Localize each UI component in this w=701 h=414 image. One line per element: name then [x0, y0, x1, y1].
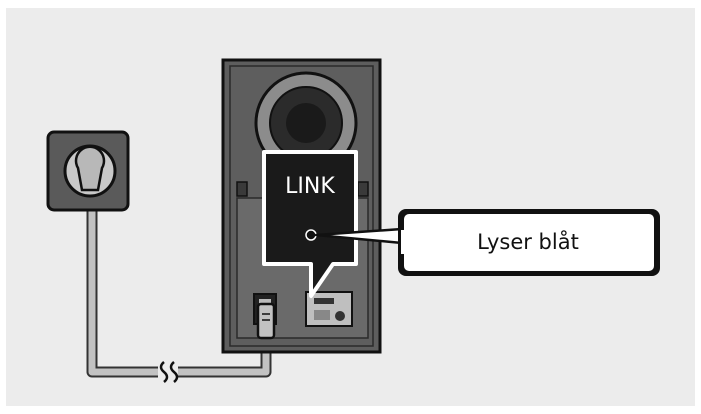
- link-label: LINK: [285, 174, 335, 199]
- status-callout-label: Lyser blåt: [477, 229, 579, 254]
- link-indicator-callout: LINK: [262, 150, 358, 298]
- link-indicator-led: [305, 229, 317, 241]
- power-outlet-icon: [46, 130, 130, 212]
- cabinet-foot-left: [236, 181, 248, 197]
- subwoofer-cabinet-inner: [229, 65, 374, 347]
- cabinet-foot-right: [357, 181, 369, 197]
- power-cable: [86, 200, 272, 378]
- connector-panel: [305, 291, 353, 327]
- woofer-icon: [254, 71, 358, 175]
- power-plug-icon: [256, 302, 276, 340]
- cable-break-icon: [159, 361, 179, 383]
- status-callout: Lyser blåt: [398, 209, 660, 276]
